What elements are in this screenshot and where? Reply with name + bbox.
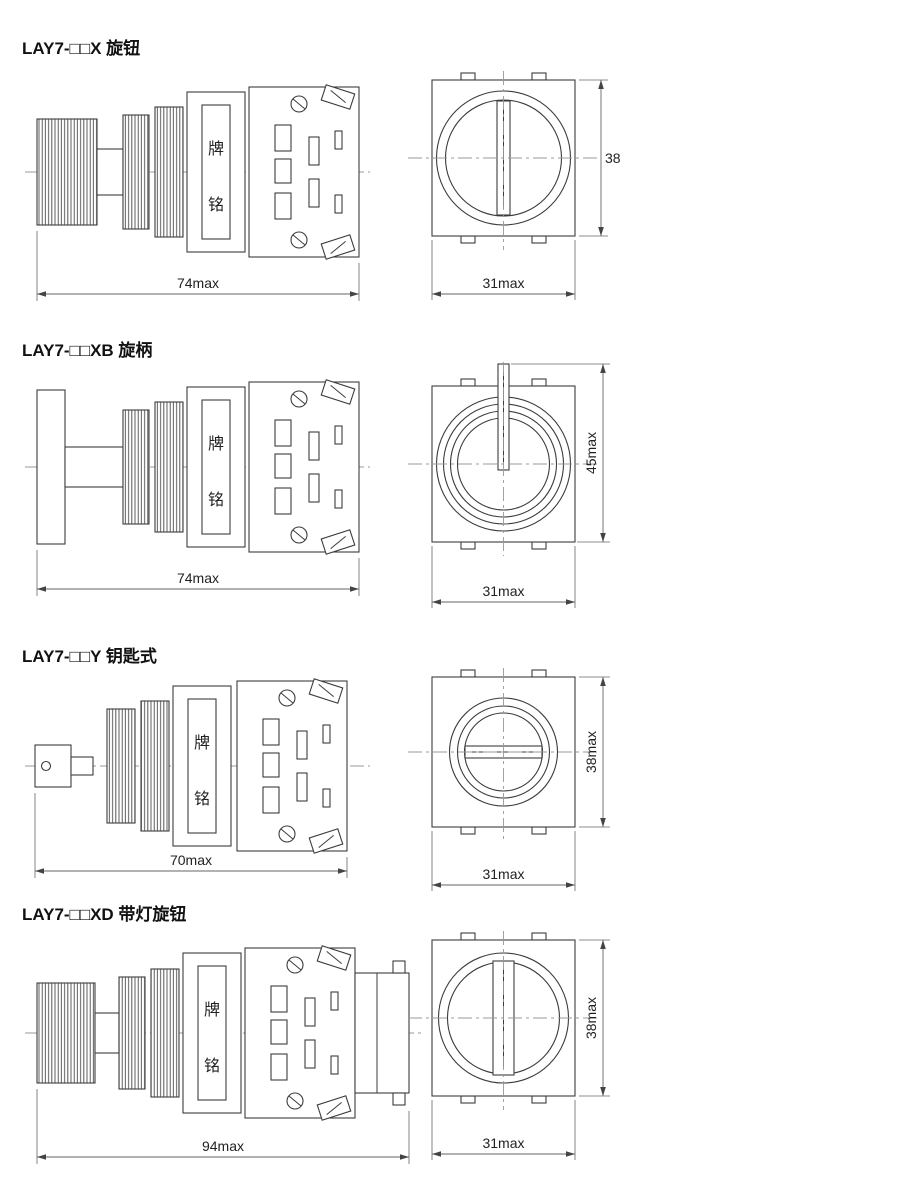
dimension-label: 70max — [170, 852, 212, 868]
section-title: LAY7-□□Y 钥匙式 — [22, 647, 157, 666]
section-title: LAY7-□□X 旋钮 — [22, 39, 141, 58]
knob — [36, 118, 98, 226]
dimension-label: 31max — [482, 1135, 524, 1151]
lever-handle — [36, 389, 66, 545]
switch-body — [248, 379, 360, 555]
width-dimension: 74max — [36, 550, 360, 596]
shaft — [96, 148, 124, 196]
knurled-ring — [122, 409, 150, 525]
dimension-label: 38max — [583, 997, 599, 1039]
mounting-nut — [154, 106, 184, 238]
nameplate-block — [172, 685, 232, 847]
key-shaft — [70, 756, 94, 776]
height-dimension: 38max — [579, 676, 610, 828]
width-dimension: 31max — [431, 1100, 576, 1160]
dimension-label: 31max — [482, 866, 524, 882]
side-view-lay7-xd: 94max — [25, 945, 425, 1164]
section-title: LAY7-□□XD 带灯旋钮 — [22, 905, 187, 924]
dimension-label: 94max — [202, 1138, 244, 1154]
dimension-label: 74max — [177, 275, 219, 291]
knurled-ring — [118, 976, 146, 1090]
dimension-label: 31max — [482, 275, 524, 291]
height-dimension: 45max — [511, 363, 610, 543]
mounting-nut — [140, 700, 170, 832]
lamp-housing — [354, 960, 410, 1106]
height-dimension: 38max — [579, 939, 610, 1097]
switch-body — [236, 678, 348, 854]
height-dimension: 38 — [579, 79, 621, 237]
side-view-lay7-y: 70max — [25, 678, 370, 878]
mounting-nut — [154, 401, 184, 533]
nameplate-block — [186, 386, 246, 548]
front-view-lay7-xd: 31max 38max — [408, 931, 610, 1160]
key-hole — [40, 760, 52, 772]
switch-body — [244, 945, 356, 1121]
switch-body — [248, 84, 360, 260]
width-dimension: 31max — [431, 831, 576, 891]
front-view-lay7-x: 31max 38 — [408, 71, 621, 300]
section-title: LAY7-□□XB 旋柄 — [22, 341, 153, 360]
side-view-lay7-xb: 74max — [25, 379, 370, 596]
knurled-ring — [106, 708, 136, 824]
width-dimension: 94max — [36, 1089, 410, 1164]
dimension-label: 38 — [605, 150, 621, 166]
dimension-label: 38max — [583, 731, 599, 773]
shaft — [64, 446, 124, 488]
front-view-lay7-xb: 31max 45max — [408, 362, 610, 608]
nameplate-block — [182, 952, 242, 1114]
key — [34, 744, 94, 788]
width-dimension: 74max — [36, 231, 360, 301]
dimension-label: 45max — [583, 432, 599, 474]
lamp-clip-bottom — [392, 1092, 406, 1106]
knurled-ring — [122, 114, 150, 230]
front-view-lay7-y: 31max 38max — [408, 668, 610, 891]
knob — [36, 982, 96, 1084]
width-dimension: 31max — [431, 546, 576, 608]
width-dimension: 31max — [431, 240, 576, 300]
mounting-nut — [150, 968, 180, 1098]
dimension-label: 74max — [177, 570, 219, 586]
dimension-label: 31max — [482, 583, 524, 599]
nameplate-block — [186, 91, 246, 253]
side-view-lay7-x: 74max — [25, 84, 370, 301]
shaft — [94, 1012, 120, 1054]
lamp-clip-top — [392, 960, 406, 974]
width-dimension: 70max — [34, 793, 348, 878]
